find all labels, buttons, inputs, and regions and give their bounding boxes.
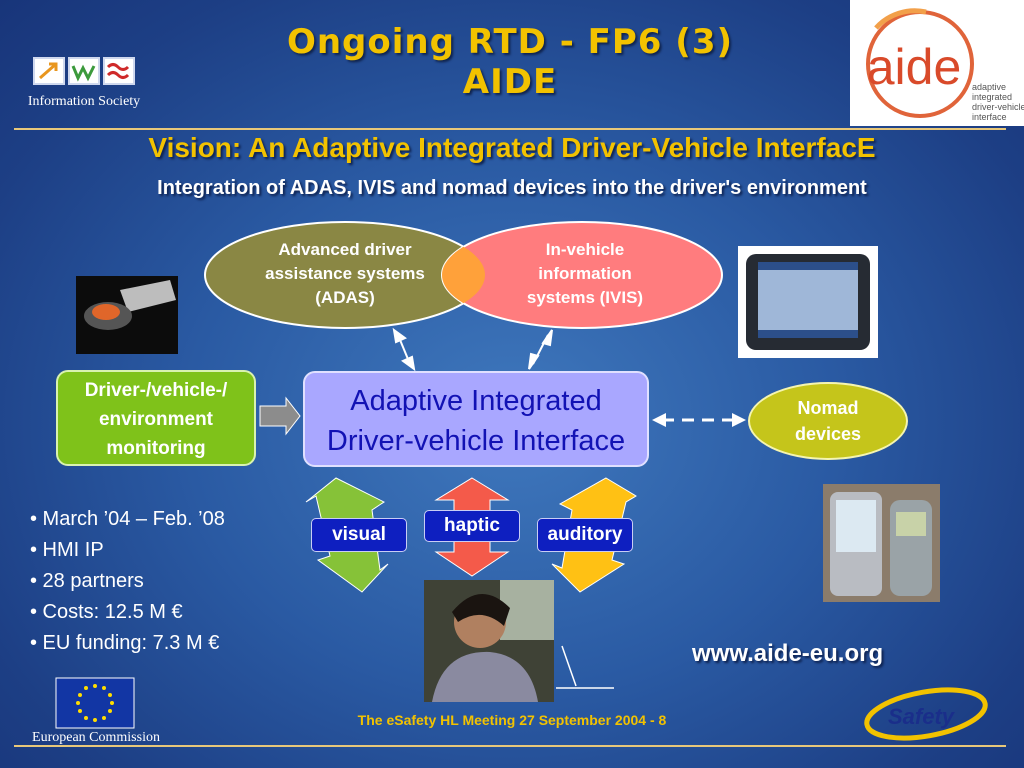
driver-photo (424, 580, 614, 702)
bullet-funding: • EU funding: 7.3 M € (30, 632, 220, 654)
adas-line-3: (ADAS) (315, 288, 375, 307)
european-commission-logo: European Commission (16, 676, 176, 746)
adas-label: Advanced driver assistance systems (ADAS… (230, 238, 460, 310)
monitoring-line-2: environment (98, 409, 214, 430)
eu-flag-icon (55, 677, 135, 729)
interface-line-1: Adaptive Integrated (350, 385, 602, 417)
esafety-logo-text: Safety (888, 704, 956, 729)
ellipse-connector-arrows (392, 327, 553, 372)
project-facts-list: • March ’04 – Feb. ’08 • HMI IP • 28 par… (30, 504, 225, 659)
information-society-label: Information Society (27, 94, 141, 109)
bullet-type: • HMI IP (30, 539, 104, 561)
website-link[interactable]: www.aide-eu.org (692, 640, 884, 667)
monitoring-line-1: Driver-/vehicle-/ (84, 380, 228, 401)
bullet-duration: • March ’04 – Feb. ’08 (30, 508, 225, 530)
visual-label: visual (311, 518, 407, 552)
nomad-line-1: Nomad (797, 398, 859, 418)
title-line-1: Ongoing RTD - FP6 (3) (286, 22, 734, 62)
auditory-label: auditory (537, 518, 633, 552)
bullet-costs: • Costs: 12.5 M € (30, 601, 183, 623)
monitoring-box: Driver-/vehicle-/ environment monitoring (56, 370, 256, 466)
adas-line-2: assistance systems (265, 264, 425, 283)
adas-device-photo (76, 276, 178, 354)
nomad-devices-ellipse: Nomad devices (748, 382, 908, 460)
ivis-label: In-vehicle information systems (IVIS) (490, 238, 680, 310)
vision-heading: Vision: An Adaptive Integrated Driver-Ve… (148, 132, 876, 163)
aide-tagline-2: integrated (972, 92, 1012, 102)
monitoring-line-3: monitoring (106, 438, 206, 459)
interface-line-2: Driver-vehicle Interface (326, 425, 626, 457)
footer-divider (14, 745, 1006, 747)
header-divider (14, 128, 1006, 130)
aide-tagline-4: interface (972, 112, 1007, 122)
information-society-logo: Information Society (14, 50, 154, 115)
interface-box: Adaptive Integrated Driver-vehicle Inter… (303, 371, 649, 467)
adas-line-1: Advanced driver (278, 240, 412, 259)
aide-logo-word: aide (867, 39, 962, 95)
aide-logo-graphic: aide adaptive integrated driver-vehicle … (866, 8, 1024, 122)
ivis-screen-photo (738, 246, 878, 358)
nomad-devices-photo (823, 484, 940, 602)
bullet-partners: • 28 partners (30, 570, 144, 592)
title-line-2: AIDE (462, 62, 558, 102)
nomad-line-2: devices (794, 424, 862, 444)
ivis-line-3: systems (IVIS) (526, 288, 644, 307)
european-commission-label: European Commission (32, 730, 160, 745)
aide-logo: aide adaptive integrated driver-vehicle … (850, 0, 1024, 126)
page-title: Ongoing RTD - FP6 (3) AIDE (170, 22, 850, 102)
slide-footer: The eSafety HL Meeting 27 September 2004… (357, 712, 667, 728)
esafety-logo: Safety (864, 687, 988, 741)
aide-tagline-3: driver-vehicle (972, 102, 1024, 112)
ivis-line-1: In-vehicle (545, 240, 625, 259)
information-society-icon (33, 57, 135, 85)
aide-logo-arc (874, 8, 927, 30)
haptic-label: haptic (424, 510, 520, 542)
aide-tagline-1: adaptive (972, 82, 1006, 92)
monitoring-to-interface-arrow (259, 396, 301, 436)
integration-subheading: Integration of ADAS, IVIS and nomad devi… (157, 177, 867, 199)
ivis-line-2: information (538, 264, 632, 283)
interface-nomad-arrow (652, 413, 746, 427)
